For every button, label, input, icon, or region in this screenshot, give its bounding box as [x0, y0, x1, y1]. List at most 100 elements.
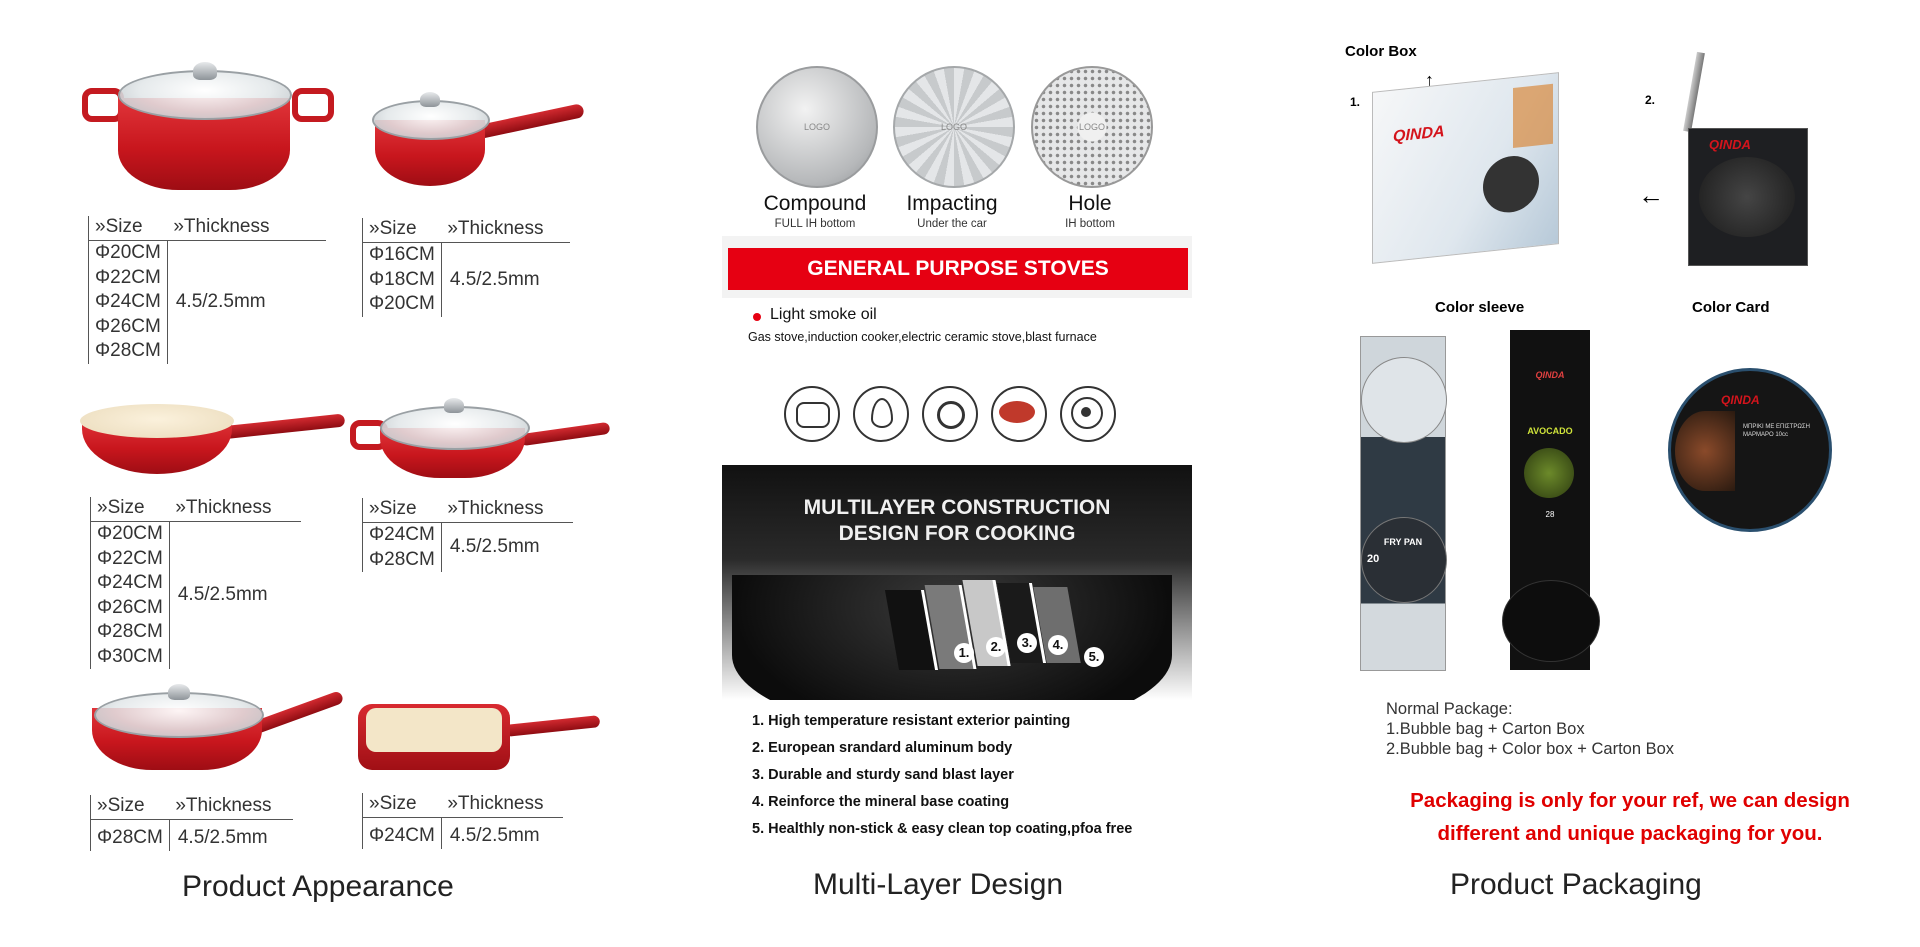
- size-cell: Φ30CM: [90, 644, 170, 669]
- food-photo: [1513, 83, 1553, 149]
- brand-logo: QINDA: [1721, 393, 1760, 407]
- bottom-name-compound: Compound: [763, 192, 867, 215]
- size-cell: Φ24CM: [362, 817, 442, 849]
- thickness-cell: 4.5/2.5mm: [440, 817, 564, 849]
- bottom-sub-compound: FULL IH bottom: [774, 218, 856, 230]
- color-box-title: Color Box: [1345, 43, 1417, 60]
- bottom-name-impacting: Impacting: [906, 192, 998, 215]
- chevron-icon: »: [369, 793, 380, 814]
- size-cell: Φ24CM: [88, 290, 168, 315]
- color-sleeve-2-image: QINDA AVOCADO 28: [1502, 330, 1600, 670]
- bullet-dot: [753, 313, 761, 321]
- bottom-sub-impacting: Under the car: [917, 218, 987, 230]
- spec-table-3: »Size »Thickness Φ20CM 4.5/2.5mm Φ22CM Φ…: [90, 497, 302, 669]
- food-photo: [1675, 411, 1735, 491]
- bottom-name-hole: Hole: [1068, 192, 1112, 215]
- oil-note: Light smoke oil: [770, 306, 877, 323]
- size-header: Size: [107, 795, 145, 816]
- chevron-icon: »: [173, 216, 184, 237]
- pan-window: [1699, 157, 1795, 237]
- sleeve-size: 20: [1367, 553, 1380, 565]
- chevron-icon: »: [95, 216, 106, 237]
- spec-table-5: »Size »Thickness Φ28CM 4.5/2.5mm: [90, 795, 294, 851]
- layer-number: 4.: [1048, 635, 1068, 655]
- glass-lid: [380, 406, 530, 450]
- chevron-icon: »: [97, 497, 108, 518]
- thickness-header: Thickness: [185, 497, 272, 518]
- saute-pan-handle: [519, 421, 611, 447]
- chevron-icon: »: [369, 498, 380, 519]
- arrow-left-icon: ←: [1638, 180, 1664, 210]
- logo-mark: LOGO: [941, 122, 968, 132]
- spec-table-4: »Size »Thickness Φ24CM 4.5/2.5mm Φ28CM: [362, 498, 574, 572]
- window-box-image: QINDA: [1688, 128, 1808, 266]
- normal-package-title: Normal Package:: [1386, 700, 1513, 718]
- layer-number: 5.: [1084, 647, 1104, 667]
- caption-packaging: Product Packaging: [1450, 868, 1702, 901]
- color-card-title: Color Card: [1692, 299, 1770, 316]
- lid-knob: [168, 684, 190, 700]
- gas-burner-icon: [922, 386, 978, 442]
- thickness-header: Thickness: [457, 793, 544, 814]
- size-cell: Φ28CM: [90, 620, 170, 645]
- size-header: Size: [379, 793, 417, 814]
- color-sleeve-1-image: FRY PAN 20: [1360, 336, 1447, 671]
- thickness-header: Thickness: [183, 216, 270, 237]
- size-cell: Φ20CM: [90, 521, 170, 547]
- size-cell: Φ24CM: [90, 571, 170, 596]
- thickness-cell: 4.5/2.5mm: [166, 240, 326, 364]
- logo-mark: LOGO: [1079, 122, 1106, 132]
- layer-item: 3. Durable and sturdy sand blast layer: [752, 767, 1014, 783]
- size-cell: Φ26CM: [88, 314, 168, 339]
- heading-line: DESIGN FOR COOKING: [838, 522, 1076, 545]
- right-ear: [292, 88, 334, 122]
- size-header: Size: [379, 498, 417, 519]
- layer-item: 4. Reinforce the mineral base coating: [752, 794, 1010, 810]
- thickness-cell: 4.5/2.5mm: [168, 819, 294, 851]
- notice-line: different and unique packaging for you.: [1437, 822, 1823, 845]
- compound-bottom-disc: [756, 66, 878, 188]
- color-card-image: QINDA ΜΠΡΙΚΙ ΜΕ ΕΠΙΣΤΡΩΣΗ ΜΑΡΜΑΡΟ 10cc: [1668, 368, 1832, 532]
- layer-number: 2.: [986, 637, 1006, 657]
- chevron-icon: »: [447, 218, 458, 239]
- notice-line: Packaging is only for your ref, we can d…: [1410, 789, 1850, 812]
- bottom-sub-hole: IH bottom: [1065, 218, 1115, 230]
- package-number: 2.: [1645, 93, 1656, 107]
- brand-logo: QINDA: [1535, 370, 1565, 380]
- sleeve-size: 28: [1545, 510, 1555, 519]
- grill-pan-handle: [504, 715, 601, 737]
- construction-heading: MULTILAYER CONSTRUCTION DESIGN FOR COOKI…: [722, 495, 1192, 547]
- caption-multilayer: Multi-Layer Design: [813, 868, 1064, 901]
- color-sleeve-title: Color sleeve: [1435, 299, 1525, 316]
- ceramic-hob-icon: [991, 386, 1047, 442]
- wok-handle: [250, 690, 345, 735]
- lid-knob: [193, 62, 217, 80]
- layer-item: 5. Healthly non-stick & easy clean top c…: [752, 821, 1133, 837]
- logo-mark: LOGO: [804, 122, 831, 132]
- size-cell: Φ26CM: [90, 595, 170, 620]
- lid-knob: [420, 92, 440, 107]
- size-cell: Φ22CM: [88, 265, 168, 290]
- stove-list: Gas stove,induction cooker,electric cera…: [748, 330, 1097, 344]
- lid-knob: [444, 398, 464, 413]
- heading-line: MULTILAYER CONSTRUCTION: [803, 496, 1111, 519]
- package-number: 1.: [1350, 95, 1361, 109]
- electric-plate-icon: [1060, 386, 1116, 442]
- size-header: Size: [105, 216, 143, 237]
- thickness-cell: 4.5/2.5mm: [440, 522, 574, 572]
- thickness-header: Thickness: [457, 218, 544, 239]
- spec-table-6: »Size »Thickness Φ24CM 4.5/2.5mm: [362, 793, 564, 849]
- avocado-photo: [1524, 448, 1574, 498]
- size-cell: Φ20CM: [88, 240, 168, 266]
- size-cell: Φ18CM: [362, 267, 442, 292]
- size-cell: Φ16CM: [362, 242, 442, 268]
- chevron-icon: »: [447, 793, 458, 814]
- induction-coil-icon: [784, 386, 840, 442]
- size-cell: Φ20CM: [362, 292, 442, 317]
- pan-photo: [1483, 153, 1539, 216]
- pan-handle-image: [1683, 51, 1705, 133]
- chevron-icon: »: [175, 497, 186, 518]
- packaging-notice: Packaging is only for your ref, we can d…: [1350, 784, 1910, 850]
- chevron-icon: »: [447, 498, 458, 519]
- size-header: Size: [107, 497, 145, 518]
